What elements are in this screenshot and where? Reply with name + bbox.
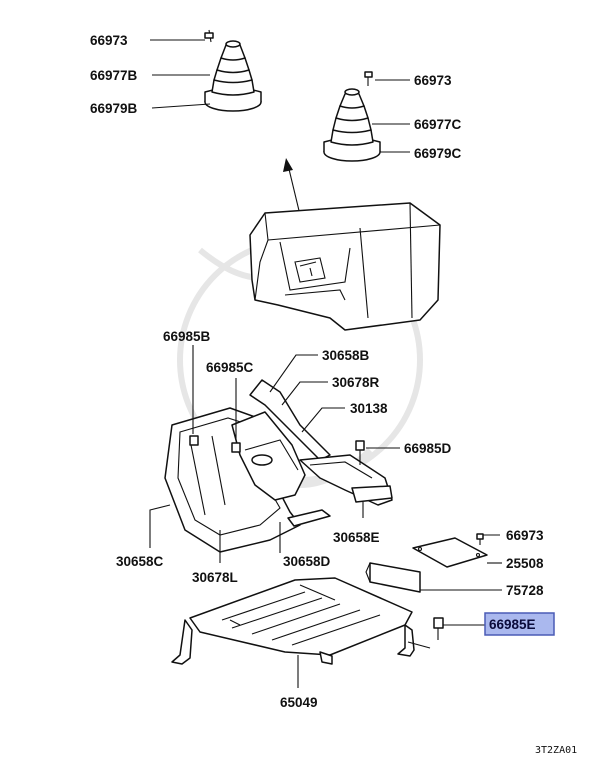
label-66973-lower[interactable]: 66973 <box>506 528 544 543</box>
label-66977B[interactable]: 66977B <box>90 68 138 83</box>
label-66985B[interactable]: 66985B <box>163 329 211 344</box>
boot-assembly-right <box>323 71 381 162</box>
label-75728[interactable]: 75728 <box>506 583 544 598</box>
label-66985E[interactable]: 66985E <box>489 617 536 632</box>
label-30658C[interactable]: 30658C <box>116 554 164 569</box>
tunnel-panels <box>164 379 393 553</box>
label-30658E[interactable]: 30658E <box>333 530 380 545</box>
leader-lines <box>149 39 502 688</box>
label-66979C[interactable]: 66979C <box>414 146 462 161</box>
label-66973-upper-left[interactable]: 66973 <box>90 33 128 48</box>
label-66985D[interactable]: 66985D <box>404 441 452 456</box>
highlight-box <box>484 612 555 636</box>
boot-assembly-left <box>204 29 262 112</box>
label-30678L[interactable]: 30678L <box>192 570 238 585</box>
diagram-code: 3T2ZA01 <box>535 745 577 756</box>
label-30658D[interactable]: 30658D <box>283 554 331 569</box>
label-66979B[interactable]: 66979B <box>90 101 138 116</box>
label-66973-upper-right[interactable]: 66973 <box>414 73 452 88</box>
label-66985C[interactable]: 66985C <box>206 360 254 375</box>
label-65049[interactable]: 65049 <box>280 695 318 710</box>
label-30138[interactable]: 30138 <box>350 401 388 416</box>
label-66977C[interactable]: 66977C <box>414 117 462 132</box>
label-30658B[interactable]: 30658B <box>322 348 370 363</box>
highlighted-part-66985E[interactable]: 66985E <box>484 612 555 636</box>
label-25508[interactable]: 25508 <box>506 556 544 571</box>
label-30678R[interactable]: 30678R <box>332 375 380 390</box>
frame-65049 <box>171 577 444 665</box>
vehicle-body-illustration <box>249 202 441 331</box>
part-labels: 66973 66977B 66979B 66973 66977C 66979C … <box>90 33 577 756</box>
plate-and-bracket <box>365 533 488 593</box>
